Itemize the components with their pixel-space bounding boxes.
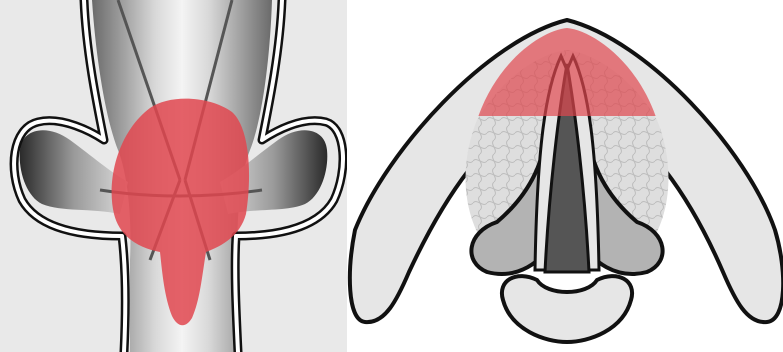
axial-section-diagram bbox=[347, 0, 783, 352]
coronal-section-diagram bbox=[0, 0, 347, 352]
axial-section-panel bbox=[347, 0, 783, 352]
coronal-section-panel bbox=[0, 0, 347, 352]
